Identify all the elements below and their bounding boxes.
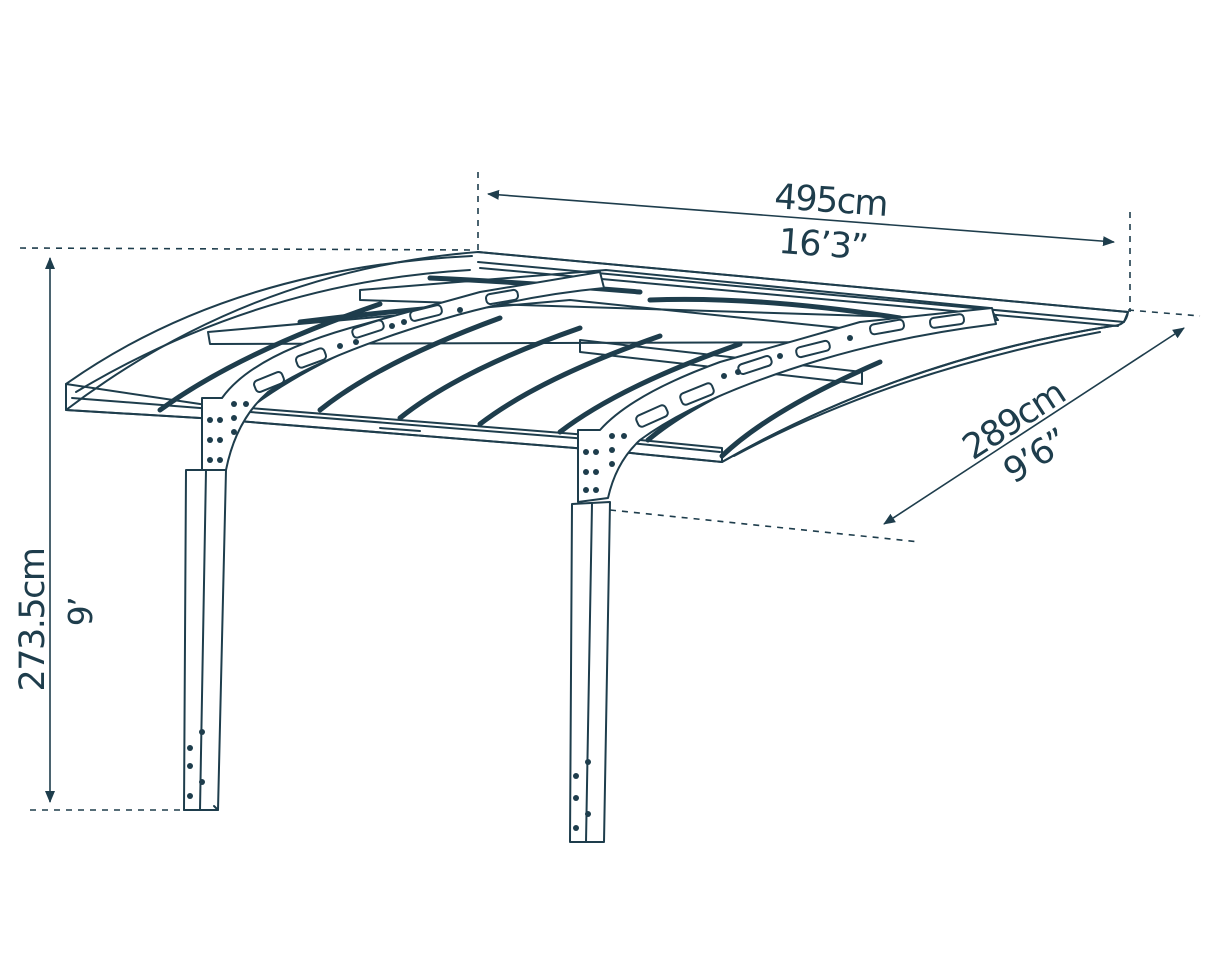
height-extension-top: [19, 247, 473, 251]
left-bracket-slot-1: [253, 371, 285, 393]
left-edge-rafter: [65, 255, 473, 385]
right-bracket-slot-6: [928, 313, 966, 329]
rear-beam: [477, 251, 1129, 323]
height-imperial-label: 9’: [61, 598, 100, 627]
depth-extension-back: [1127, 309, 1201, 317]
left-bracket-slot-2: [294, 347, 328, 369]
right-post: [569, 501, 611, 843]
width-metric-label: 495cm: [773, 177, 888, 225]
width-arrow: [487, 189, 1115, 247]
right-arm-bracket: [577, 307, 997, 503]
left-bracket-bolts: [207, 307, 463, 463]
front-beam-line: [71, 397, 721, 453]
front-beam-slot: [379, 427, 421, 432]
left-bracket-slot-4: [409, 304, 443, 322]
right-bracket-slot-4: [795, 339, 831, 359]
depth-arrow: [883, 327, 1185, 525]
carport-structure: [65, 251, 1129, 843]
right-bracket-bolts: [583, 335, 853, 493]
left-edge-rafter-inner: [75, 269, 471, 393]
front-beam: [65, 383, 723, 463]
right-bracket-slot-1: [635, 404, 669, 428]
left-bracket-slot-3: [351, 319, 385, 339]
left-arm-bracket: [201, 271, 605, 471]
left-post: [183, 469, 227, 811]
left-bracket-slot-5: [485, 288, 519, 306]
height-metric-label: 273.5cm: [13, 548, 53, 691]
depth-extension-front: [609, 509, 921, 543]
dimension-lines: [19, 172, 1201, 811]
right-bracket-slot-2: [679, 382, 715, 406]
width-imperial-label: 16’3”: [777, 222, 868, 268]
